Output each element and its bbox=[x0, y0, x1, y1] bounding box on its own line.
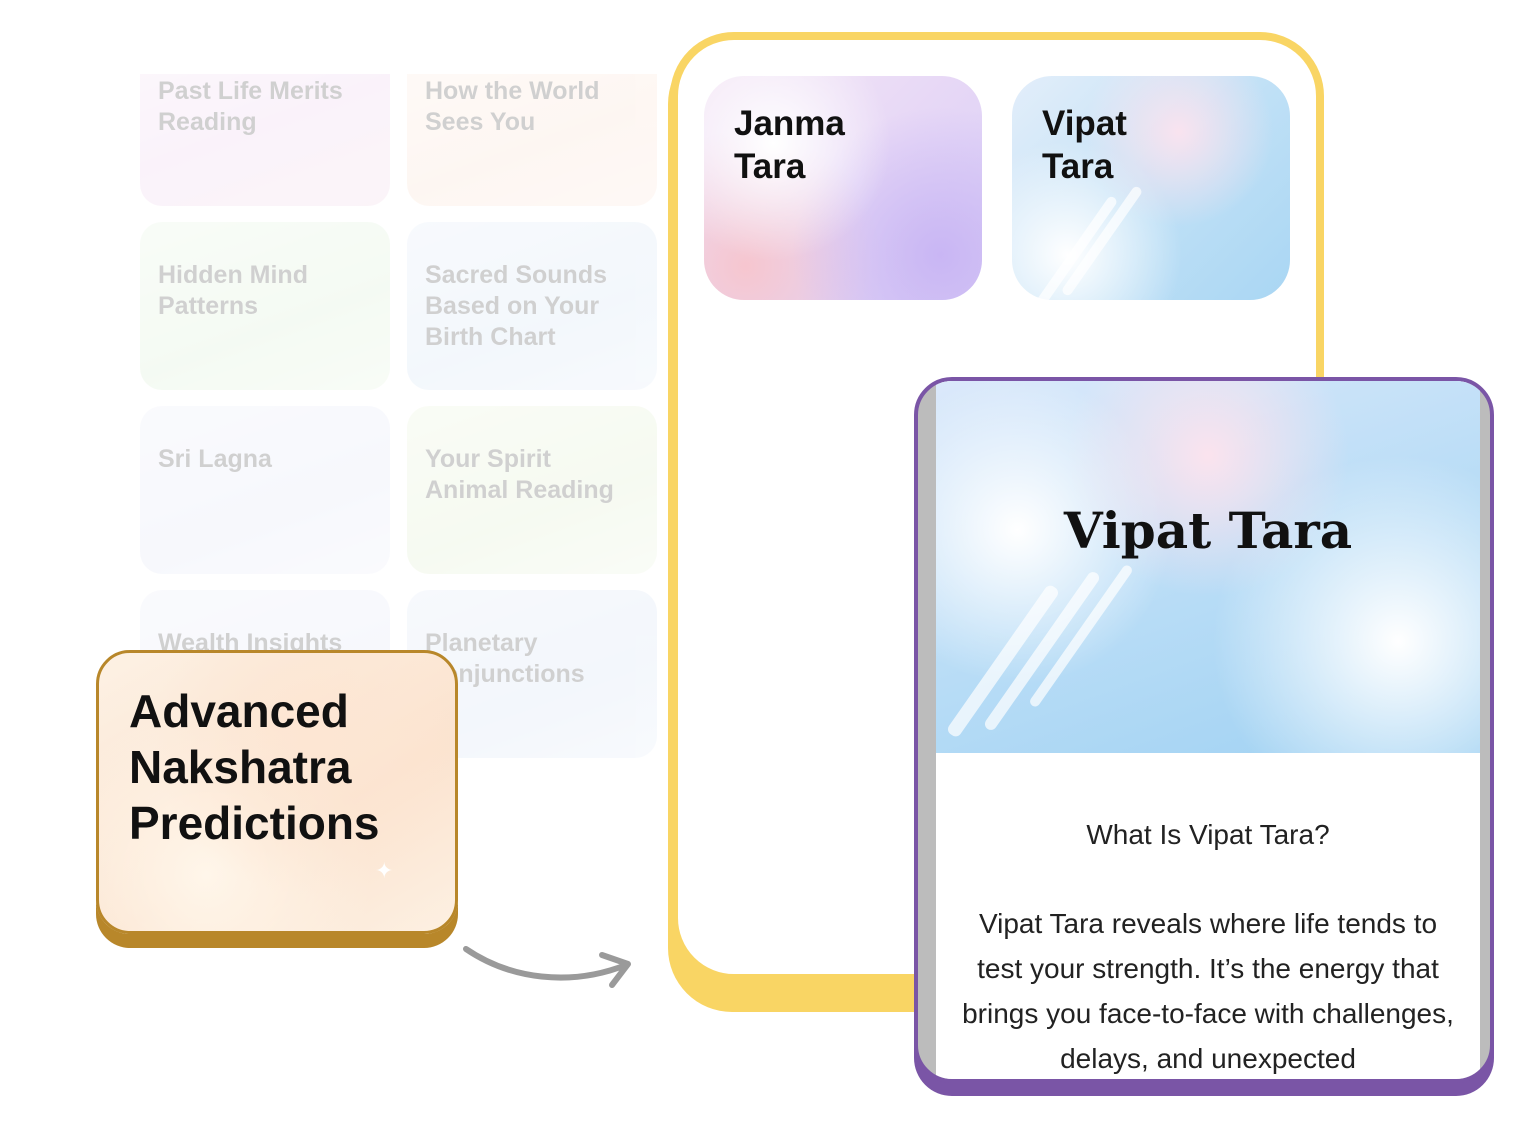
light-ray-decoration bbox=[1035, 194, 1119, 308]
bg-card-label: Sacred Sounds Based on Your Birth Chart bbox=[425, 261, 607, 351]
sparkle-icon: ✦ bbox=[375, 858, 394, 883]
card-title-line: Nakshatra bbox=[129, 741, 352, 793]
bg-card-label: Hidden Mind Patterns bbox=[158, 261, 308, 320]
detail-question: What Is Vipat Tara? bbox=[1086, 819, 1330, 850]
detail-content: Vipat Tara What Is Vipat Tara? Vipat Tar… bbox=[936, 381, 1480, 1079]
card-title-line: Predictions bbox=[129, 797, 380, 849]
janma-tara-card[interactable]: Janma Tara bbox=[704, 76, 982, 300]
card-title-line: Vipat bbox=[1042, 104, 1127, 143]
vipat-tara-card[interactable]: Vipat Tara bbox=[1012, 76, 1290, 308]
bg-card-spirit-animal[interactable]: Your Spirit Animal Reading bbox=[407, 406, 657, 574]
bg-card-label: Sri Lagna bbox=[158, 445, 272, 473]
vipat-tara-detail-card: Vipat Tara What Is Vipat Tara? Vipat Tar… bbox=[914, 377, 1494, 1083]
detail-title: Vipat Tara bbox=[1063, 501, 1353, 560]
bg-card-sacred-sounds[interactable]: Sacred Sounds Based on Your Birth Chart bbox=[407, 222, 657, 390]
bg-card-label: How the World Sees You bbox=[425, 77, 600, 136]
card-title-line: Tara bbox=[734, 147, 806, 186]
card-title-line: Janma bbox=[734, 104, 845, 143]
advanced-nakshatra-card[interactable]: Advanced Nakshatra Predictions ✦ bbox=[96, 650, 458, 934]
bg-card-label: Past Life Merits Reading bbox=[158, 77, 343, 136]
bg-card-hidden-mind[interactable]: Hidden Mind Patterns bbox=[140, 222, 390, 390]
detail-hero-image: Vipat Tara bbox=[936, 381, 1480, 753]
top-scroll-fade bbox=[0, 0, 680, 74]
bg-card-sri-lagna[interactable]: Sri Lagna bbox=[140, 406, 390, 574]
card-title-line: Tara bbox=[1042, 147, 1114, 186]
detail-description: Vipat Tara reveals where life tends to t… bbox=[962, 908, 1454, 1074]
curved-arrow-icon bbox=[463, 946, 631, 988]
card-title-line: Advanced bbox=[129, 685, 349, 737]
bg-card-label: Your Spirit Animal Reading bbox=[425, 445, 614, 504]
light-ray-decoration bbox=[1060, 184, 1144, 298]
